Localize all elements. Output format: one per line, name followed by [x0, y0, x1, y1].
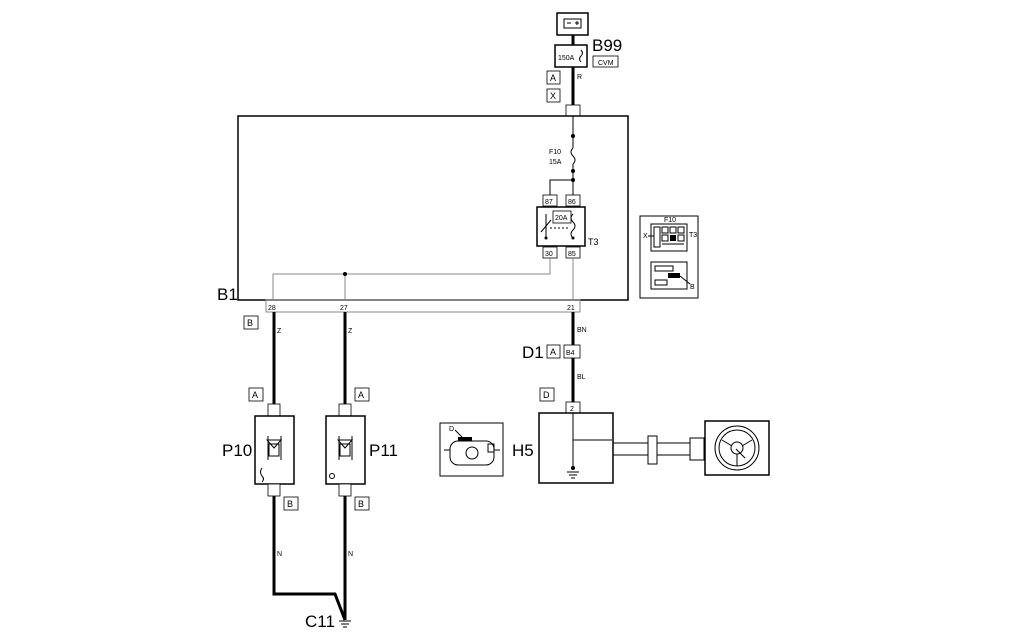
b1-label: B1	[217, 285, 238, 304]
c11-label: C11	[305, 612, 335, 631]
b1-input-connector	[565, 104, 581, 117]
wire-color-z-p10: Z	[277, 328, 282, 335]
wire-color-bn: BN	[577, 327, 587, 334]
connector-tag-d-h5: D	[539, 387, 555, 402]
svg-text:A: A	[550, 347, 556, 357]
svg-text:B: B	[358, 499, 364, 509]
steering-column	[613, 435, 705, 465]
cvm-tag-text: CVM	[598, 60, 614, 67]
wire-n-p10	[272, 496, 347, 621]
d1-label: D1	[522, 343, 544, 362]
svg-text:86: 86	[568, 199, 576, 206]
svg-text:30: 30	[545, 251, 553, 258]
b99-label: B99	[592, 36, 622, 55]
h5-pin-2-label: 2	[570, 406, 574, 413]
inset-x-label: X	[643, 233, 648, 240]
svg-text:A: A	[358, 390, 364, 400]
junction-dot	[571, 134, 575, 138]
t3-label: T3	[588, 237, 599, 247]
f10-label: F10	[549, 149, 561, 156]
inset-t3-label: T3	[689, 232, 697, 239]
connector-tag-b-b1: B	[243, 315, 259, 330]
p11-horn	[325, 403, 366, 497]
relay-30-trace	[272, 258, 551, 300]
svg-text:X: X	[550, 91, 556, 101]
f10-fuse	[570, 147, 576, 165]
fusebox-location-inset: F10 X T3 B	[639, 215, 699, 299]
inset-d-label: D	[449, 426, 454, 433]
svg-text:A: A	[252, 390, 258, 400]
svg-text:87: 87	[545, 199, 553, 206]
connector-tag-b-p10: B	[283, 496, 299, 511]
svg-text:B: B	[287, 499, 293, 509]
steering-wheel-icon	[704, 420, 770, 476]
h5-horn-switch	[538, 412, 614, 484]
p10-label: P10	[222, 441, 252, 460]
c11-ground-icon	[339, 620, 351, 628]
p11-label: P11	[369, 441, 398, 460]
wire-color-bl: BL	[577, 374, 586, 381]
wire-color-n-p11: N	[348, 551, 353, 558]
t3-relay: 87 86 20A 30 85	[536, 194, 586, 259]
inset-f10-label: F10	[664, 217, 676, 224]
svg-text:D: D	[543, 390, 550, 400]
d1-pin-b4: B4	[563, 344, 581, 359]
cvm-tag: CVM	[592, 55, 619, 68]
horn-location-inset: D	[439, 422, 504, 477]
relay-87-feed	[549, 179, 573, 195]
wire-color-r: R	[577, 74, 582, 81]
b99-fuse-box: 150A	[554, 44, 588, 68]
junction-dot	[571, 169, 575, 173]
wire-color-z-p11: Z	[348, 328, 353, 335]
b1-pin-21: 21	[567, 305, 575, 312]
f10-rating: 15A	[549, 159, 562, 166]
connector-tag-a-p10: A	[248, 387, 264, 402]
wire-color-n-p10: N	[277, 551, 282, 558]
svg-text:85: 85	[568, 251, 576, 258]
connector-tag-x: X	[546, 88, 561, 103]
b99-fuse-rating: 150A	[558, 55, 575, 62]
battery	[556, 12, 589, 36]
junction-dot	[343, 272, 347, 276]
junction-dot	[571, 466, 575, 470]
inset-b-label: B	[690, 284, 695, 291]
connector-tag-a-top: A	[546, 70, 561, 85]
svg-text:B: B	[247, 318, 253, 328]
svg-text:B4: B4	[566, 350, 575, 357]
connector-tag-b-p11: B	[354, 496, 370, 511]
connector-tag-a-d1: A	[546, 344, 561, 359]
svg-text:20A: 20A	[555, 215, 568, 222]
b1-connector-strip	[265, 299, 581, 313]
svg-text:A: A	[550, 73, 556, 83]
h5-ground-icon	[567, 471, 579, 479]
p10-horn	[254, 403, 295, 497]
h5-label: H5	[512, 441, 534, 460]
connector-tag-a-p11: A	[354, 387, 370, 402]
b1-pin-27: 27	[340, 305, 348, 312]
b1-pin-28: 28	[268, 305, 276, 312]
